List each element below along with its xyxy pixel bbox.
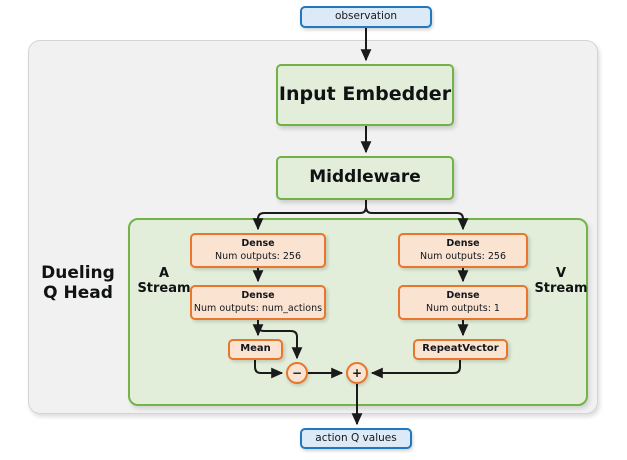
dueling-q-head-text: Dueling Q Head (41, 263, 115, 303)
observation-label: observation (334, 10, 398, 23)
input-embedder-node[interactable]: Input Embedder (276, 64, 454, 126)
v-stream-label: V Stream (534, 263, 588, 301)
subtract-symbol: − (291, 366, 303, 380)
observation-node[interactable]: observation (300, 6, 432, 28)
middleware-node[interactable]: Middleware (276, 156, 454, 200)
v-stream-dense-2-subtitle: Num outputs: 1 (426, 303, 500, 314)
subtract-operator-node[interactable]: − (286, 362, 308, 384)
v-stream-dense-1-node[interactable]: Dense Num outputs: 256 (398, 233, 528, 268)
v-stream-text: V Stream (534, 266, 588, 296)
a-stream-dense-1-title: Dense (241, 238, 275, 250)
mean-node[interactable]: Mean (228, 339, 283, 360)
v-stream-dense-1-subtitle: Num outputs: 256 (419, 251, 507, 262)
repeat-vector-node[interactable]: RepeatVector (413, 339, 508, 360)
a-stream-dense-1-node[interactable]: Dense Num outputs: 256 (190, 233, 326, 268)
repeat-vector-label: RepeatVector (422, 343, 499, 355)
action-q-values-label: action Q values (315, 431, 397, 444)
action-q-values-node[interactable]: action Q values (300, 428, 412, 449)
a-stream-dense-2-subtitle: Num outputs: num_actions (193, 303, 323, 314)
add-operator-node[interactable]: + (346, 362, 368, 384)
middleware-label: Middleware (309, 167, 421, 188)
a-stream-dense-2-node[interactable]: Dense Num outputs: num_actions (190, 285, 326, 320)
input-embedder-label: Input Embedder (278, 83, 452, 106)
a-stream-dense-1-subtitle: Num outputs: 256 (214, 251, 302, 262)
a-stream-text: A Stream (137, 266, 191, 296)
dueling-q-head-label: Dueling Q Head (32, 262, 124, 306)
v-stream-dense-2-title: Dense (446, 290, 480, 302)
mean-label: Mean (240, 343, 271, 355)
a-stream-dense-2-title: Dense (241, 290, 275, 302)
a-stream-label: A Stream (137, 263, 191, 301)
v-stream-dense-1-title: Dense (446, 238, 480, 250)
v-stream-dense-2-node[interactable]: Dense Num outputs: 1 (398, 285, 528, 320)
add-symbol: + (351, 366, 363, 380)
